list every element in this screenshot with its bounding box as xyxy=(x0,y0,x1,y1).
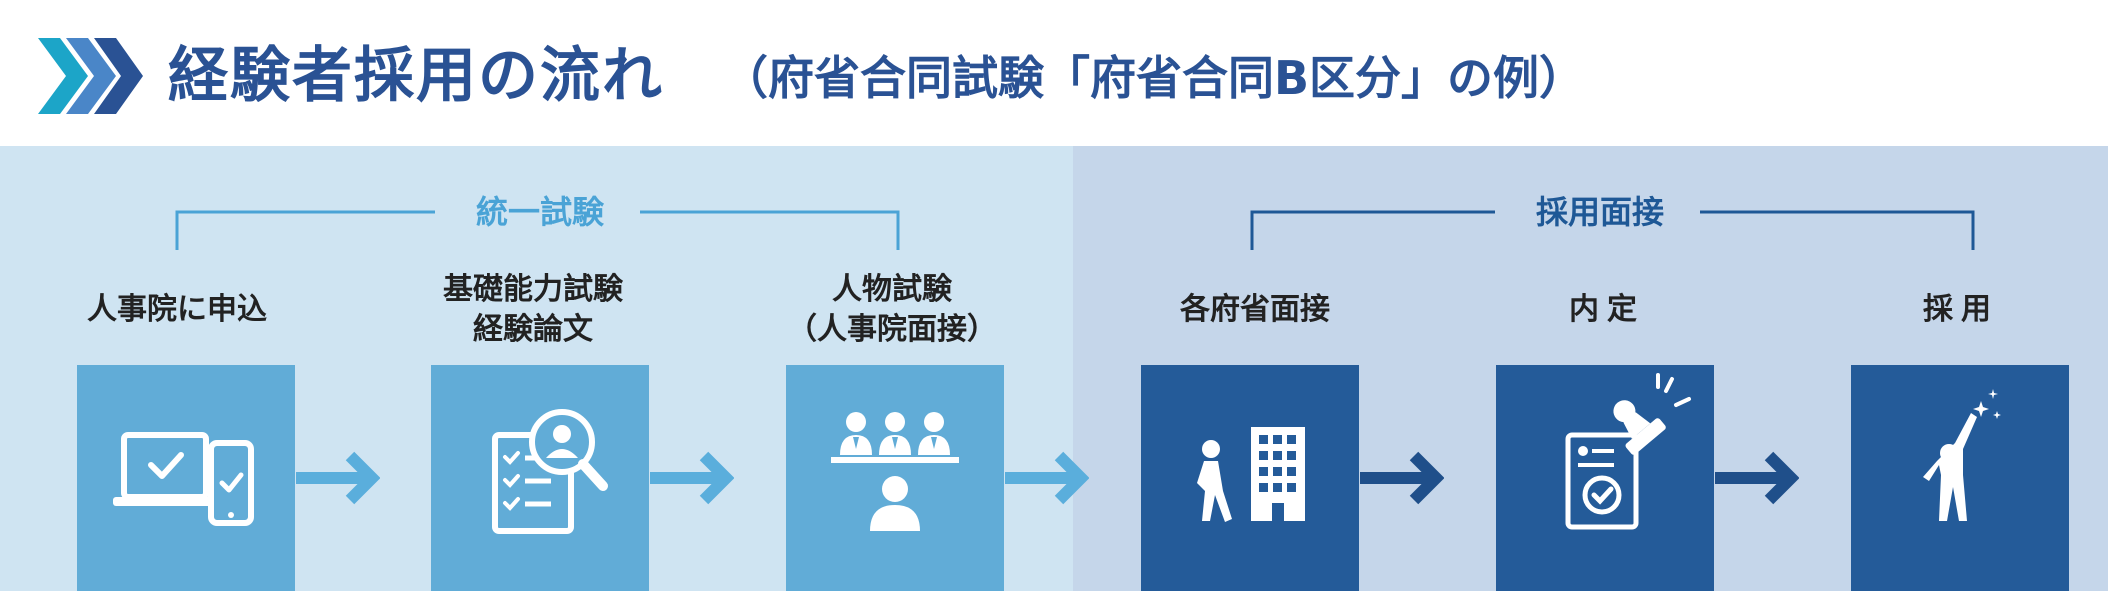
step-box-basic-exam xyxy=(431,365,649,591)
page-title: 経験者採用の流れ xyxy=(168,41,664,111)
header: 経験者採用の流れ （府省合同試験「府省合同B区分」の例） xyxy=(0,0,2108,146)
unified-exam-label: 統一試験 xyxy=(475,193,604,231)
devices-check-icon xyxy=(113,432,254,526)
step-label-personal-exam: 人物試験 （人事院面接） xyxy=(787,272,997,347)
arrow-1-icon xyxy=(296,451,380,505)
unified-exam-bracket xyxy=(175,210,900,250)
cheering-person-icon xyxy=(1923,389,2001,521)
step-label-ministry-interview: 各府省面接 xyxy=(1180,292,1330,327)
step-box-hire xyxy=(1851,365,2069,591)
step-box-offer xyxy=(1496,365,1714,591)
step-box-apply xyxy=(77,365,295,591)
arrow-5-icon xyxy=(1715,451,1799,505)
checklist-magnifier-icon xyxy=(492,409,608,534)
interview-label: 採用面接 xyxy=(1535,193,1664,231)
interview-panel-icon xyxy=(831,412,959,531)
page-subtitle: （府省合同試験「府省合同B区分」の例） xyxy=(722,51,1586,105)
step-label-apply: 人事院に申込 xyxy=(87,292,267,327)
chevrons-icon xyxy=(38,38,143,114)
interview-bracket xyxy=(1250,210,1975,250)
arrow-2-icon xyxy=(650,451,734,505)
step-box-ministry-interview xyxy=(1141,365,1359,591)
step-label-basic-exam: 基礎能力試験 経験論文 xyxy=(443,272,623,347)
arrow-4-icon xyxy=(1360,451,1444,505)
step-box-personal-exam xyxy=(786,365,1004,591)
walking-building-icon xyxy=(1197,427,1305,522)
stamp-document-icon xyxy=(1565,373,1691,530)
step-label-offer: 内定 xyxy=(1569,292,1645,327)
arrow-3-icon xyxy=(1005,451,1089,505)
step-label-hire: 採用 xyxy=(1923,292,1999,327)
